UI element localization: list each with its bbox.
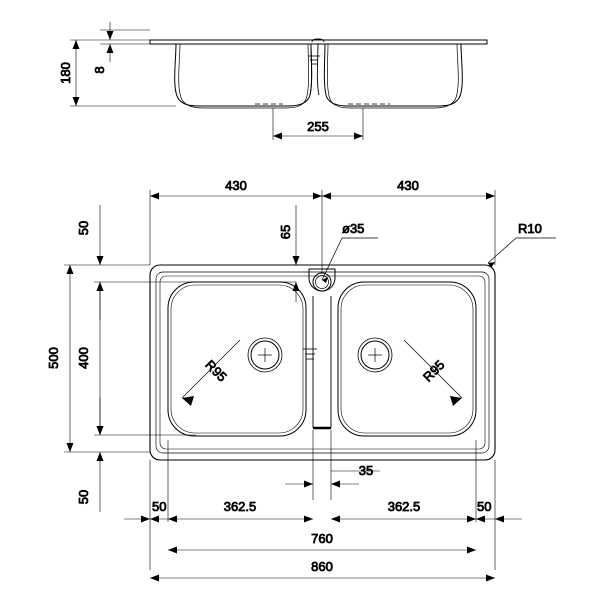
bottom-extension-lines bbox=[149, 440, 496, 570]
dimension-362-5-left-label: 362.5 bbox=[224, 499, 257, 514]
dimension-50-top-label: 50 bbox=[76, 221, 91, 235]
dimension-35-label: 35 bbox=[359, 463, 373, 478]
sink-flange-profile bbox=[149, 39, 488, 45]
bowl-radius-right-label: R95 bbox=[420, 357, 447, 384]
tap-hole-diameter-label: ø35 bbox=[342, 221, 364, 236]
dimension-430-right-label: 430 bbox=[397, 178, 419, 193]
left-bowl-profile bbox=[174, 43, 313, 109]
dimension-500-label: 500 bbox=[46, 347, 61, 369]
top-dimension-extension-lines bbox=[149, 190, 496, 272]
right-bowl-opening bbox=[337, 281, 477, 437]
tap-hole-leader-line bbox=[321, 237, 378, 283]
dimension-65-label: 65 bbox=[278, 225, 293, 239]
sink-inner-rim bbox=[155, 271, 490, 454]
right-drain-hole bbox=[357, 337, 393, 373]
dimension-255-label: 255 bbox=[307, 119, 329, 134]
dimension-50-right-label: 50 bbox=[477, 499, 491, 514]
tap-hole-boss bbox=[308, 268, 336, 292]
center-divider-plan bbox=[312, 296, 332, 430]
elevation-extension-lines bbox=[70, 29, 176, 107]
plan-view: 430 430 65 ø35 R10 bbox=[46, 178, 556, 582]
right-bowl-profile bbox=[323, 43, 463, 109]
left-bowl-opening bbox=[167, 281, 307, 437]
overflow-hatch-marks bbox=[308, 55, 320, 65]
dimension-860-label: 860 bbox=[311, 559, 333, 574]
dimension-180-label: 180 bbox=[58, 62, 73, 84]
bowl-radius-left-leader bbox=[181, 339, 241, 406]
center-divider-profile bbox=[309, 38, 325, 96]
dimension-430-left-label: 430 bbox=[225, 178, 247, 193]
overflow-hatch-marks-plan bbox=[303, 348, 317, 360]
left-extension-lines bbox=[64, 264, 196, 453]
dimension-400-label: 400 bbox=[76, 347, 91, 369]
dimension-50-left-label: 50 bbox=[152, 499, 166, 514]
elevation-view: 180 8 255 bbox=[58, 22, 488, 140]
dimension-50-bottom-label: 50 bbox=[76, 490, 91, 504]
dimension-65 bbox=[278, 205, 300, 302]
corner-radius-leader-line bbox=[487, 237, 556, 268]
bowl-radius-right-leader bbox=[403, 339, 463, 406]
dimension-760-label: 760 bbox=[311, 531, 333, 546]
corner-radius-label: R10 bbox=[518, 221, 542, 236]
left-drain-hole bbox=[247, 337, 283, 373]
sink-outer-outline bbox=[149, 264, 496, 461]
dimension-35 bbox=[285, 430, 380, 500]
dimension-362-5-right-label: 362.5 bbox=[388, 499, 421, 514]
dimension-8-label: 8 bbox=[92, 66, 107, 73]
bowl-radius-left-label: R95 bbox=[202, 357, 229, 384]
dimension-255 bbox=[272, 108, 364, 140]
